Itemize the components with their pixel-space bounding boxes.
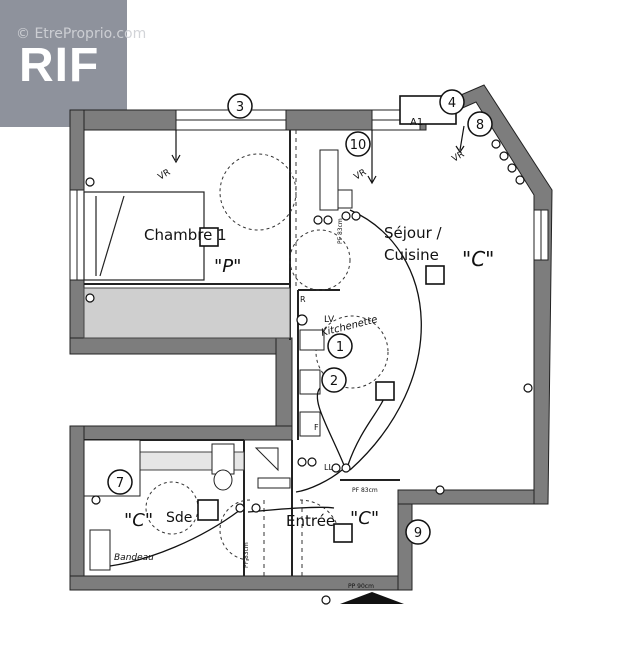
marker-8: 8 [476,118,484,133]
marker-10-circle [345,131,371,157]
label-pf-2: PF 83cm [243,542,250,568]
room-sejour-line2: Cuisine [384,246,439,264]
label-r: R [300,295,306,304]
label-vr-1: VR [157,168,173,183]
marker-2: 2 [330,374,338,389]
marker-4: 4 [448,96,456,111]
marker-circles [107,89,493,545]
marker-7-circle [107,469,133,495]
marker-1: 1 [336,340,344,355]
bathroom-fixtures [83,439,291,571]
label-pp: PP 90cm [348,583,374,590]
watermark: © EtreProprio.com [16,26,147,42]
wiring [109,209,422,567]
marker-9-circle [405,519,431,545]
room-entree-tag: "C" [350,508,379,529]
label-vr-3: VR [451,150,467,165]
kitchen-units [299,149,353,437]
room-chambre: Chambre 1 [144,226,227,244]
outlets [85,139,533,605]
room-chambre-tag: "P" [214,256,241,277]
exterior-walls [69,84,553,591]
marker-2-circle [321,367,347,393]
marker-numbers: 3 4 8 10 1 2 7 9 [116,96,484,541]
label-a1: A1 [410,117,423,128]
label-f: F [314,423,319,432]
marker-7: 7 [116,476,124,491]
label-lv: LV [324,315,335,325]
label-pf-1: PF 83cm [352,487,378,494]
marker-3: 3 [236,100,244,115]
room-entree: Entrée [286,512,335,530]
label-bandeau: Bandeau [114,553,154,563]
label-ll: LL [324,463,333,472]
shutter-arrows [171,125,465,185]
label-vr-2: VR [353,168,369,183]
room-sejour-tag: "C" [462,247,494,271]
entrance-arrow [340,592,404,604]
label-pf-3: PF 83cm [337,218,344,244]
room-sejour-line1: Séjour / [384,224,443,242]
marker-8-circle [467,111,493,137]
logo-brand: RIF [19,39,100,92]
marker-4-circle [439,89,465,115]
room-sde-tag: "C" [124,510,153,531]
marker-9: 9 [414,526,422,541]
marker-1-circle [327,333,353,359]
room-sde: Sde [166,510,192,526]
marker-10: 10 [350,138,367,153]
agency-logo: RIF [0,0,127,127]
marker-3-circle [227,93,253,119]
